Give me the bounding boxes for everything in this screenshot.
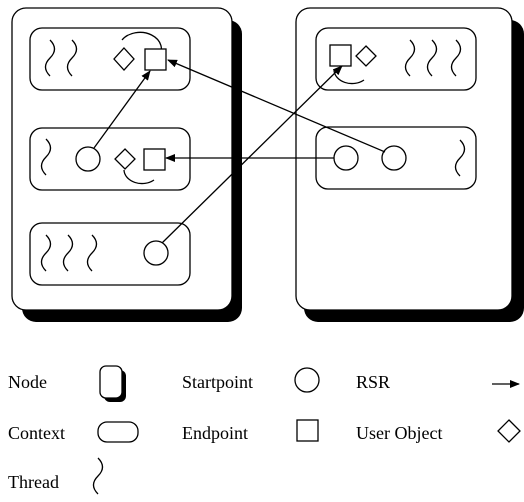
endpoint-icon [329,44,352,67]
legend: Node Startpoint RSR Context Endpoint Use… [8,365,521,495]
thread-icon [92,457,104,495]
startpoint-icon [333,145,359,171]
endpoint-icon [144,48,167,71]
context-left-bottom [29,222,191,286]
user-object-icon [355,45,377,67]
endpoint-icon [296,419,319,442]
context-left-top [29,27,191,91]
context-left-mid [29,127,191,191]
node-icon [99,365,126,402]
rsr-arrow [161,65,343,244]
endpoint-icon [143,148,166,171]
context-right-mid [315,126,477,190]
legend-thread-label: Thread [8,472,59,492]
context-right-top [315,27,477,91]
user-object-icon [114,148,136,170]
rsr-arrow [93,70,151,149]
legend-endpoint-label: Endpoint [182,423,248,443]
context-icon [97,421,139,443]
legend-startpoint-label: Startpoint [182,372,253,392]
rsr-arrows [93,59,386,244]
user-object-icon [113,47,135,71]
legend-rsr-label: RSR [356,372,390,392]
startpoint-icon [381,145,407,171]
startpoint-icon [75,146,101,172]
legend-node-label: Node [8,372,47,392]
legend-user-object-label: User Object [356,423,442,443]
startpoint-icon [143,240,169,266]
legend-context-label: Context [8,423,65,443]
rsr-arrow [167,59,386,153]
startpoint-icon [294,367,320,393]
user-object-icon [497,419,521,443]
